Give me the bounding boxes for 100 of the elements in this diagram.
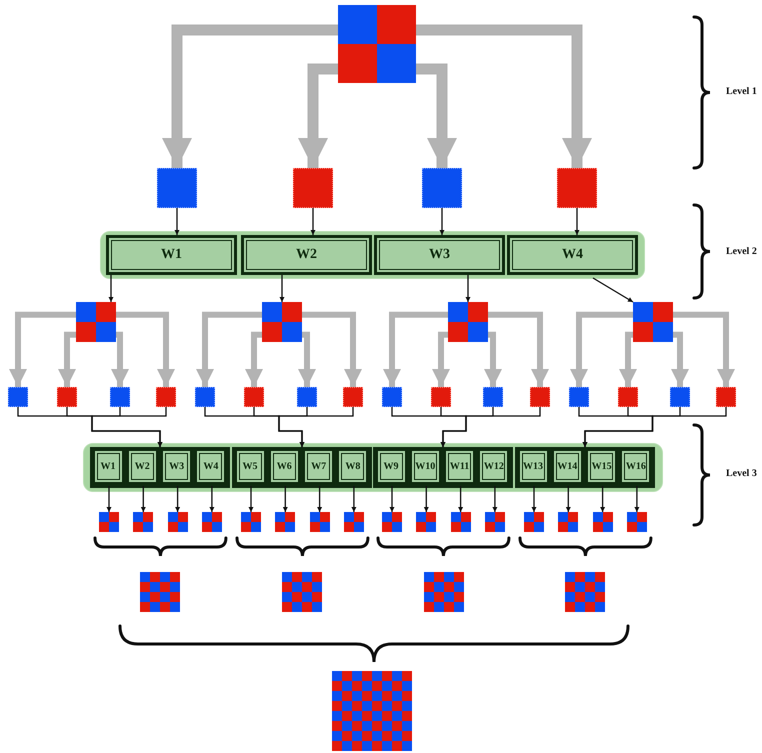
block-arrow <box>673 312 735 387</box>
arrow <box>566 486 571 512</box>
square-tile <box>156 387 176 407</box>
checkerboard-tile <box>338 5 416 83</box>
arrow <box>492 486 498 512</box>
block-arrow <box>298 332 316 387</box>
square-tile <box>670 387 690 407</box>
arrow <box>634 486 640 512</box>
labeled-block: W3 <box>374 235 505 275</box>
checkerboard-tile <box>99 512 119 532</box>
square-tile <box>422 168 462 208</box>
checkerboard-tile <box>241 512 261 532</box>
arrow <box>424 486 429 512</box>
checkerboard-tile <box>275 512 296 532</box>
square-tile <box>431 387 451 407</box>
arrow <box>108 275 114 302</box>
arrow <box>532 486 536 512</box>
level-label: Level 2 <box>726 246 757 257</box>
arrow <box>592 277 634 303</box>
checkerboard-tile <box>424 572 464 612</box>
checkerboard-tile <box>140 572 180 612</box>
level-label: Level 1 <box>726 86 757 97</box>
checkerboard-tile <box>382 512 402 532</box>
block-arrow <box>298 63 338 168</box>
block-arrow <box>196 312 262 387</box>
square-tile <box>343 387 363 407</box>
block-arrow <box>484 332 502 387</box>
arrow <box>440 407 541 447</box>
square-tile <box>530 387 550 407</box>
block-arrow <box>58 332 76 387</box>
arrow <box>351 486 356 512</box>
checkerboard-tile <box>524 512 544 532</box>
checkerboard-tile <box>76 302 116 342</box>
arrow <box>317 486 322 512</box>
block-arrow <box>116 312 175 387</box>
square-tile <box>716 387 736 407</box>
arrow <box>600 486 606 512</box>
checkerboard-tile <box>168 512 188 532</box>
arrow <box>174 208 180 235</box>
checkerboard-tile <box>310 512 330 532</box>
checkerboard-tile <box>484 512 505 532</box>
checkerboard-tile <box>592 512 613 532</box>
checkerboard-tile <box>416 512 436 532</box>
square-tile <box>483 387 503 407</box>
arrow <box>282 486 288 512</box>
checkerboard-tile <box>565 572 605 612</box>
arrow <box>248 486 254 512</box>
block-arrow <box>383 312 448 387</box>
square-tile <box>557 168 597 208</box>
group-frame <box>515 447 655 488</box>
square-tile <box>157 168 197 208</box>
square-tile <box>57 387 77 407</box>
checkerboard-tile <box>450 512 471 532</box>
block-arrow <box>162 24 338 168</box>
block-arrow <box>570 312 633 387</box>
square-tile <box>618 387 638 407</box>
arrow <box>106 486 112 512</box>
arrow <box>209 486 214 512</box>
block-arrow <box>9 312 76 387</box>
checkerboard-tile <box>262 302 302 342</box>
square-tile <box>382 387 402 407</box>
block-arrow <box>619 332 637 387</box>
square-tile <box>297 387 317 407</box>
arrow <box>466 275 470 302</box>
arrow <box>278 407 354 447</box>
checkerboard-tile <box>344 512 364 532</box>
checkerboard-tile <box>202 512 222 532</box>
checkerboard-tile <box>558 512 578 532</box>
square-tile <box>244 387 264 407</box>
block-arrow <box>416 63 457 168</box>
arrow <box>280 275 284 302</box>
block-arrow <box>488 312 549 387</box>
arrow <box>440 208 444 235</box>
square-tile <box>569 387 589 407</box>
checkerboard-tile <box>282 572 322 612</box>
arrow <box>458 486 464 512</box>
square-tile <box>110 387 130 407</box>
checkerboard-tile <box>626 512 647 532</box>
block-arrow <box>111 332 129 387</box>
block-arrow <box>245 332 263 387</box>
block-arrow <box>671 332 689 387</box>
labeled-block: W2 <box>241 235 372 275</box>
block-arrow <box>302 312 362 387</box>
level-label: Level 3 <box>726 468 757 479</box>
square-tile <box>8 387 28 407</box>
block-arrow <box>432 332 450 387</box>
block-arrow <box>416 24 592 168</box>
group-frame <box>232 447 372 488</box>
checkerboard-tile <box>633 302 673 342</box>
labeled-block: W1 <box>106 235 237 275</box>
panel-band <box>100 231 645 279</box>
group-frame <box>373 447 513 488</box>
arrow <box>140 486 146 512</box>
arrow <box>582 407 727 447</box>
checkerboard-tile <box>448 302 488 342</box>
labeled-block: W4 <box>507 235 638 275</box>
square-tile <box>195 387 215 407</box>
arrow <box>574 208 580 235</box>
panel-band <box>83 443 663 492</box>
arrow <box>310 208 316 235</box>
